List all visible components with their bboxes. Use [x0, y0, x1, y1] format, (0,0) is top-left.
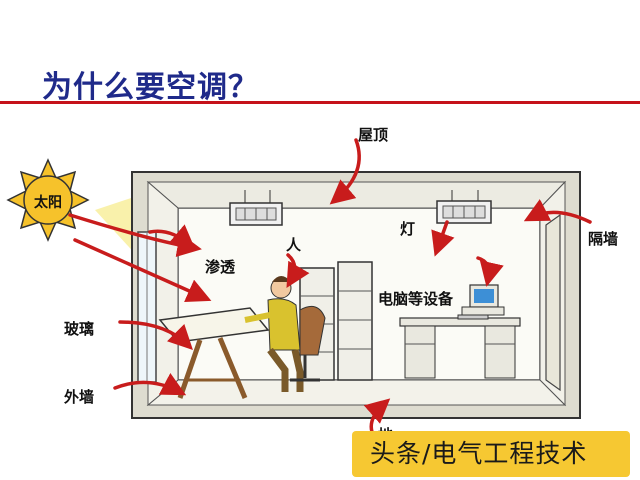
title-divider — [0, 101, 640, 104]
infiltration-arrow — [148, 224, 196, 250]
roof-heat-arrow — [329, 138, 361, 205]
lamp-heat-arrow — [431, 220, 455, 257]
lamp-label: 灯 — [400, 220, 416, 238]
window-icon — [137, 231, 157, 383]
lamp-icon — [229, 190, 283, 226]
lamp-icon — [436, 190, 492, 224]
person-heat-arrow — [286, 253, 310, 289]
computer-icon — [457, 284, 505, 320]
floor-heat-arrow — [363, 398, 391, 434]
glass-label: 玻璃 — [64, 320, 95, 338]
equipment-heat-arrow — [476, 256, 504, 287]
page-title: 为什么要空调？ — [42, 70, 259, 105]
glass-arrow — [118, 320, 193, 350]
infiltration-label: 渗透 — [205, 258, 236, 276]
computer-equipment-label: 电脑等设备 — [378, 290, 454, 308]
roof-label: 屋顶 — [358, 126, 389, 144]
person-icon — [244, 276, 304, 392]
watermark-badge: 头条/电气工程技术 — [352, 431, 630, 477]
chair-icon — [290, 305, 326, 382]
door-icon — [545, 213, 561, 392]
desk-icon — [158, 307, 270, 399]
outer-wall-arrow — [113, 372, 187, 396]
partition-wall-label: 隔墙 — [588, 230, 619, 248]
sun-icon — [6, 158, 90, 242]
computer-desk-icon — [399, 317, 521, 379]
sun-label: 太阳 — [34, 195, 62, 211]
partition-wall-arrow — [523, 199, 592, 224]
person-label: 人 — [286, 236, 302, 254]
sun-ray-arrow-lower — [73, 238, 212, 303]
outer-wall-label: 外墙 — [64, 388, 95, 406]
